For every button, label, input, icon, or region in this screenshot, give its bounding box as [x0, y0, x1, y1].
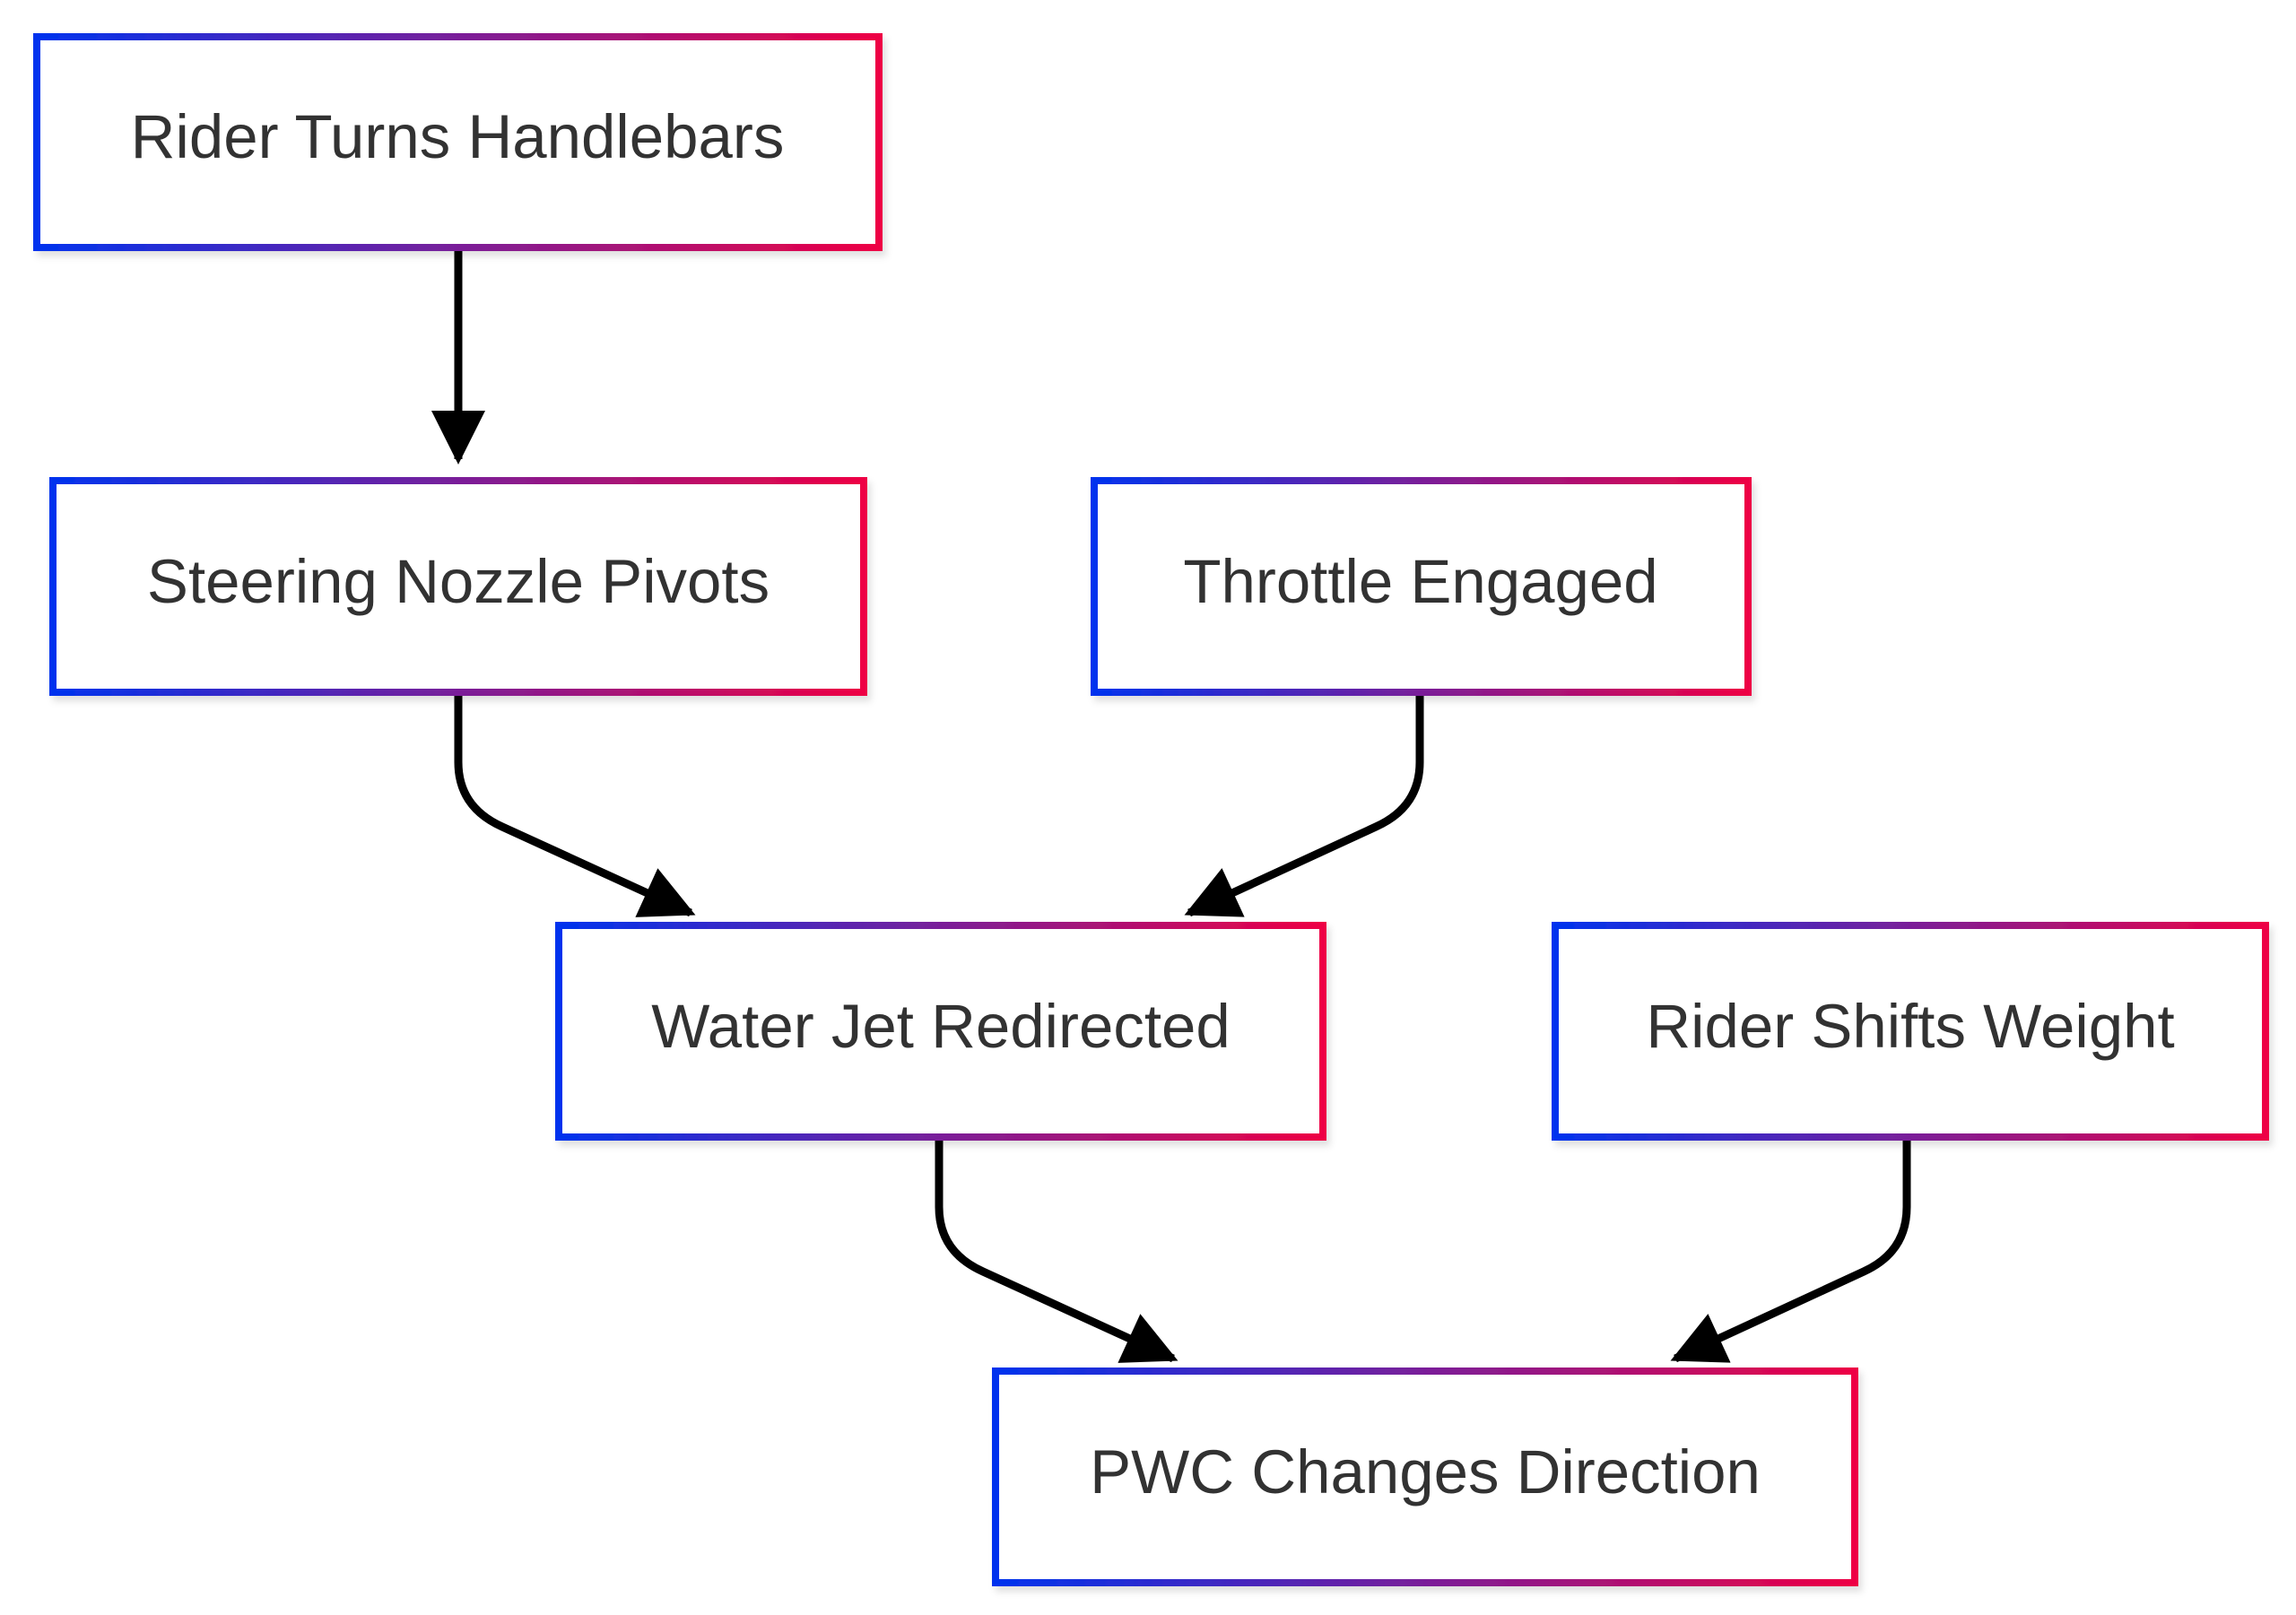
node-rider-shifts-weight: Rider Shifts Weight — [1552, 922, 2269, 1141]
node-label: Rider Shifts Weight — [1646, 992, 2174, 1061]
node-box — [555, 922, 1326, 1141]
node-label: PWC Changes Direction — [1090, 1437, 1761, 1506]
edge-shifts-weight-to-changes-direction — [1670, 1141, 1911, 1363]
node-box — [1091, 477, 1752, 696]
node-box — [49, 477, 867, 696]
node-box — [33, 33, 883, 251]
node-rider-turns-handlebars: Rider Turns Handlebars — [33, 33, 883, 251]
node-box — [1552, 922, 2269, 1141]
node-label: Rider Turns Handlebars — [131, 102, 785, 171]
node-water-jet-redirected: Water Jet Redirected — [555, 922, 1326, 1141]
node-throttle-engaged: Throttle Engaged — [1091, 477, 1752, 696]
node-steering-nozzle-pivots: Steering Nozzle Pivots — [49, 477, 867, 696]
node-label: Throttle Engaged — [1183, 547, 1657, 616]
edges — [431, 249, 1911, 1363]
node-label: Steering Nozzle Pivots — [147, 547, 770, 616]
edge-jet-redirected-to-changes-direction — [935, 1141, 1178, 1363]
edge-throttle-to-jet-redirected — [1184, 696, 1424, 917]
edge-nozzle-pivots-to-jet-redirected — [454, 696, 696, 917]
node-pwc-changes-direction: PWC Changes Direction — [992, 1368, 1858, 1586]
node-label: Water Jet Redirected — [651, 992, 1231, 1061]
node-box — [992, 1368, 1858, 1586]
